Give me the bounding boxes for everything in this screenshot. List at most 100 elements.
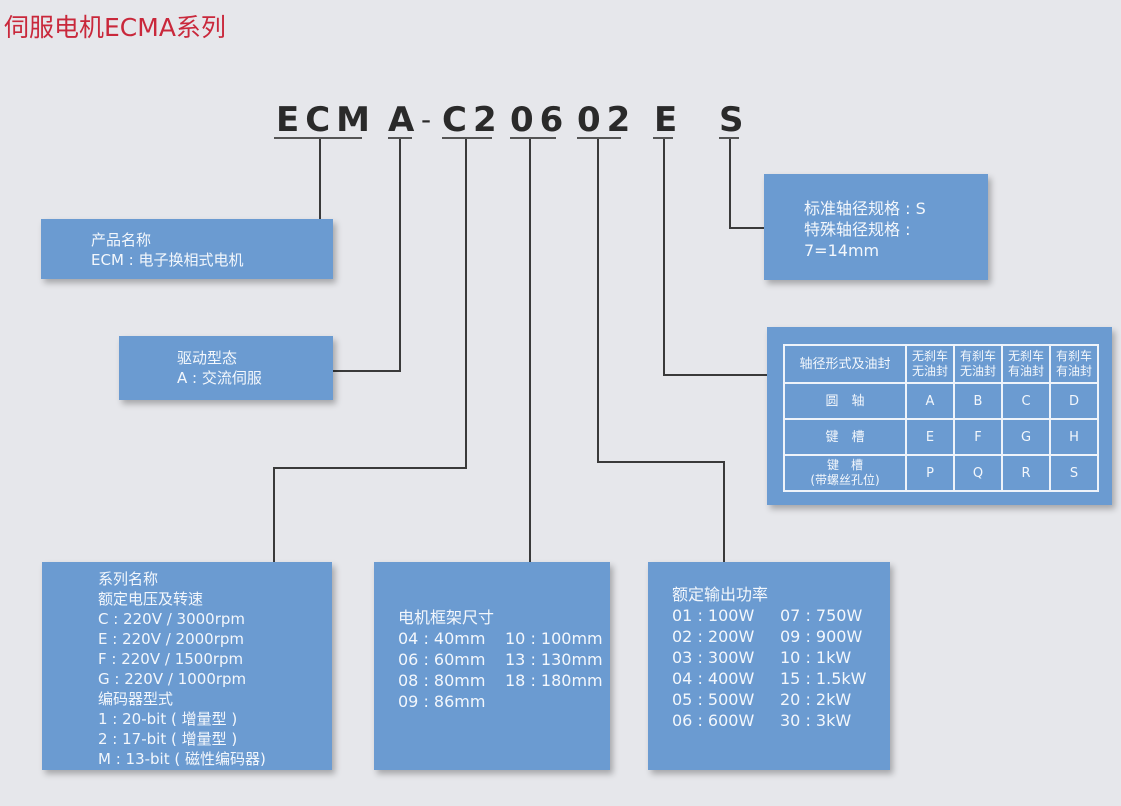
frame-size-box: 电机框架尺寸 04 : 40mm 06 : 60mm 08 : 80mm 09 … <box>374 562 610 770</box>
encoder-option: M : 13-bit ( 磁性编码器) <box>98 750 266 768</box>
code-segment-power: 02 <box>577 100 637 140</box>
rated-power-option: 06 : 600W <box>672 711 755 730</box>
table-header-row: 轴径形式及油封 无刹车 无油封 有刹车 无油封 无刹车 有油封 有刹车 有油封 <box>783 344 1099 384</box>
shaft-spec-box: 标准轴径规格 : S 特殊轴径规格 : 7=14mm <box>764 174 988 280</box>
voltage-speed-heading: 额定电压及转速 <box>98 590 204 608</box>
table-row: 圆 轴 A B C D <box>783 382 1099 420</box>
series-option: G : 220V / 1000rpm <box>98 670 247 688</box>
series-box: 系列名称 额定电压及转速 C : 220V / 3000rpm E : 220V… <box>42 562 332 770</box>
underline-c2 <box>442 137 492 139</box>
drive-type-heading: 驱动型态 <box>177 349 238 367</box>
code-separator: - <box>421 103 432 136</box>
shaft-spec-special: 特殊轴径规格 : <box>804 220 911 239</box>
table-row-label: 键 槽 (带螺丝孔位) <box>783 454 907 492</box>
rated-power-box: 额定输出功率 01 : 100W 02 : 200W 03 : 300W 04 … <box>648 562 890 770</box>
table-cell: D <box>1049 382 1099 420</box>
table-header-cell: 无刹车 无油封 <box>905 344 955 384</box>
connector-shaft-type-horizontal <box>663 374 767 376</box>
code-segment-c2: C2 <box>442 100 503 140</box>
table-cell: P <box>905 454 955 492</box>
product-name-box: 产品名称 ECM : 电子换相式电机 <box>41 219 333 279</box>
series-option: E : 220V / 2000rpm <box>98 630 245 648</box>
rated-power-option: 02 : 200W <box>672 627 755 646</box>
frame-size-heading: 电机框架尺寸 <box>398 608 495 627</box>
encoder-heading: 编码器型式 <box>98 690 174 708</box>
rated-power-option: 15 : 1.5kW <box>780 669 867 688</box>
connector-c2-vertical <box>465 139 467 469</box>
frame-size-option: 08 : 80mm <box>398 671 486 690</box>
underline-ecm <box>274 137 362 139</box>
table-row-label: 圆 轴 <box>783 382 907 420</box>
code-segment-a: A <box>388 100 415 140</box>
series-option: F : 220V / 1500rpm <box>98 650 244 668</box>
encoder-option: 2 : 17-bit ( 增量型 ) <box>98 730 238 748</box>
code-segment-shaft-spec: S <box>719 100 744 140</box>
rated-power-option: 04 : 400W <box>672 669 755 688</box>
underline-shaft-spec <box>719 137 739 139</box>
encoder-option: 1 : 20-bit ( 增量型 ) <box>98 710 238 728</box>
drive-type-box: 驱动型态 A : 交流伺服 <box>119 336 333 400</box>
drive-type-value: A : 交流伺服 <box>177 369 262 387</box>
frame-size-option: 13 : 130mm <box>505 650 603 669</box>
table-header-cell: 轴径形式及油封 <box>783 344 907 384</box>
frame-size-option: 09 : 86mm <box>398 692 486 711</box>
connector-a-vertical <box>399 139 401 372</box>
table-cell: B <box>953 382 1003 420</box>
underline-power <box>577 137 621 139</box>
table-header-cell: 有刹车 有油封 <box>1049 344 1099 384</box>
product-name-value: ECM : 电子换相式电机 <box>91 251 244 269</box>
table-cell: F <box>953 418 1003 456</box>
connector-shaft-type-vertical <box>663 139 665 376</box>
rated-power-option: 09 : 900W <box>780 627 863 646</box>
underline-shaft-type <box>653 137 673 139</box>
underline-a <box>388 137 412 139</box>
frame-size-option: 04 : 40mm <box>398 629 486 648</box>
rated-power-heading: 额定输出功率 <box>672 585 769 604</box>
rated-power-option: 01 : 100W <box>672 606 755 625</box>
frame-size-option: 10 : 100mm <box>505 629 603 648</box>
shaft-spec-standard: 标准轴径规格 : S <box>804 199 926 218</box>
connector-c2-horizontal <box>273 467 467 469</box>
rated-power-option: 10 : 1kW <box>780 648 852 667</box>
page-title: 伺服电机ECMA系列 <box>4 13 226 42</box>
table-row: 键 槽 (带螺丝孔位) P Q R S <box>783 454 1099 492</box>
connector-power-vertical <box>597 139 599 463</box>
table-header-cell: 无刹车 有油封 <box>1001 344 1051 384</box>
connector-c2-drop <box>273 467 275 562</box>
table-header-cell: 有刹车 无油封 <box>953 344 1003 384</box>
table-cell: S <box>1049 454 1099 492</box>
table-row: 键 槽 E F G H <box>783 418 1099 456</box>
code-segment-ecm: ECM <box>276 100 377 140</box>
rated-power-option: 30 : 3kW <box>780 711 852 730</box>
table-row-label: 键 槽 <box>783 418 907 456</box>
table-cell: C <box>1001 382 1051 420</box>
connector-power-drop <box>723 461 725 562</box>
code-segment-frame: 06 <box>510 100 570 140</box>
table-cell: E <box>905 418 955 456</box>
table-cell: Q <box>953 454 1003 492</box>
connector-ecm <box>319 139 321 219</box>
rated-power-option: 07 : 750W <box>780 606 863 625</box>
connector-frame <box>529 139 531 562</box>
table-cell: H <box>1049 418 1099 456</box>
connector-a-horizontal <box>333 370 401 372</box>
table-cell: R <box>1001 454 1051 492</box>
shaft-spec-special-value: 7=14mm <box>804 241 880 260</box>
underline-frame <box>510 137 556 139</box>
series-option: C : 220V / 3000rpm <box>98 610 246 628</box>
frame-size-option: 18 : 180mm <box>505 671 603 690</box>
rated-power-option: 03 : 300W <box>672 648 755 667</box>
table-cell: G <box>1001 418 1051 456</box>
connector-shaft-spec-vertical <box>729 139 731 229</box>
frame-size-option: 06 : 60mm <box>398 650 486 669</box>
rated-power-option: 05 : 500W <box>672 690 755 709</box>
code-segment-shaft-type: E <box>654 100 678 140</box>
connector-shaft-spec-horizontal <box>729 227 765 229</box>
product-name-heading: 产品名称 <box>91 231 152 249</box>
table-cell: A <box>905 382 955 420</box>
connector-power-horizontal <box>597 461 725 463</box>
shaft-type-box: 轴径形式及油封 无刹车 无油封 有刹车 无油封 无刹车 有油封 有刹车 有油封 … <box>767 327 1112 505</box>
shaft-type-table: 轴径形式及油封 无刹车 无油封 有刹车 无油封 无刹车 有油封 有刹车 有油封 … <box>783 344 1099 492</box>
rated-power-option: 20 : 2kW <box>780 690 852 709</box>
series-heading: 系列名称 <box>98 570 159 588</box>
